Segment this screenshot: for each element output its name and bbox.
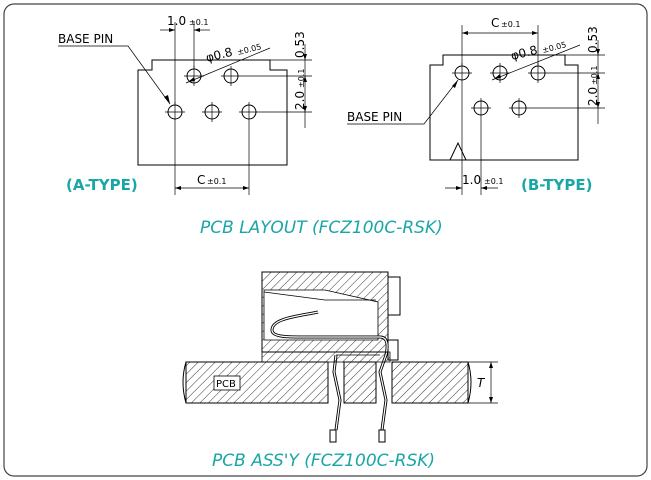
- caption-pcb-assy: PCB ASS'Y (FCZ100C-RSK): [212, 451, 435, 471]
- pcb-thickness-label: T: [477, 376, 486, 390]
- layout-b-dim-053: 0.53: [586, 26, 600, 53]
- layout-b-hole: [490, 63, 510, 83]
- layout-a-hole: [239, 102, 259, 122]
- layout-a-dim-20: 2.0: [293, 91, 307, 110]
- layout-b-dim-c-tol: ±0.1: [501, 20, 520, 29]
- layout-a-hole: [165, 102, 185, 122]
- layout-b-pitch-tol: ±0.1: [484, 177, 503, 186]
- layout-a-hole-value: φ0.8: [204, 45, 234, 65]
- layout-b-outline: [429, 54, 579, 161]
- layout-b-hole-tol: ±0.05: [541, 40, 567, 55]
- layout-a-hole: [202, 102, 222, 122]
- layout-b-hole: [528, 63, 548, 83]
- layout-b-dim-c: C: [491, 16, 499, 30]
- layout-b-dim-20-tol: ±0.1: [590, 66, 599, 85]
- layout-a-pitch-tol: ±0.1: [189, 18, 208, 27]
- layout-a-type: 1.0 ±0.1 BASE PIN φ0.8 ±0.05 0.53 2.0 ±0…: [58, 14, 312, 195]
- layout-b-hole: [471, 98, 491, 118]
- pcb-board: [185, 361, 329, 404]
- layout-b-hole-value: φ0.8: [509, 43, 539, 63]
- layout-a-dim-20-tol: ±0.1: [297, 69, 306, 88]
- layout-b-pitch-value: 1.0: [462, 173, 481, 187]
- layout-b-base-pin-label: BASE PIN: [347, 110, 402, 124]
- layout-a-hole: [184, 66, 204, 86]
- layout-a-hole-tol: ±0.05: [236, 42, 262, 57]
- pcb-assembly: PCB T: [182, 271, 498, 443]
- layout-a-type-label: (A-TYPE): [66, 176, 138, 194]
- layout-a-pitch-value: 1.0: [167, 14, 186, 28]
- layout-b-hole: [509, 98, 529, 118]
- layout-a-dim-053: 0.53: [293, 31, 307, 58]
- layout-b-dim-20: 2.0: [586, 87, 600, 106]
- layout-b-type: C ±0.1 φ0.8 ±0.05 0.53 2.0 ±0.1 BASE PIN…: [347, 16, 605, 195]
- layout-a-dim-c: C: [197, 173, 205, 187]
- layout-b-type-label: (B-TYPE): [521, 176, 593, 194]
- layout-b-hole: [452, 63, 472, 83]
- layout-a-hole: [221, 66, 241, 86]
- layout-a-outline: [137, 59, 288, 166]
- layout-a-dim-c-tol: ±0.1: [207, 177, 226, 186]
- drawing-frame: [3, 3, 648, 477]
- caption-pcb-layout: PCB LAYOUT (FCZ100C-RSK): [200, 218, 443, 238]
- layout-a-base-pin-label: BASE PIN: [58, 32, 113, 46]
- pcb-label: PCB: [216, 379, 236, 390]
